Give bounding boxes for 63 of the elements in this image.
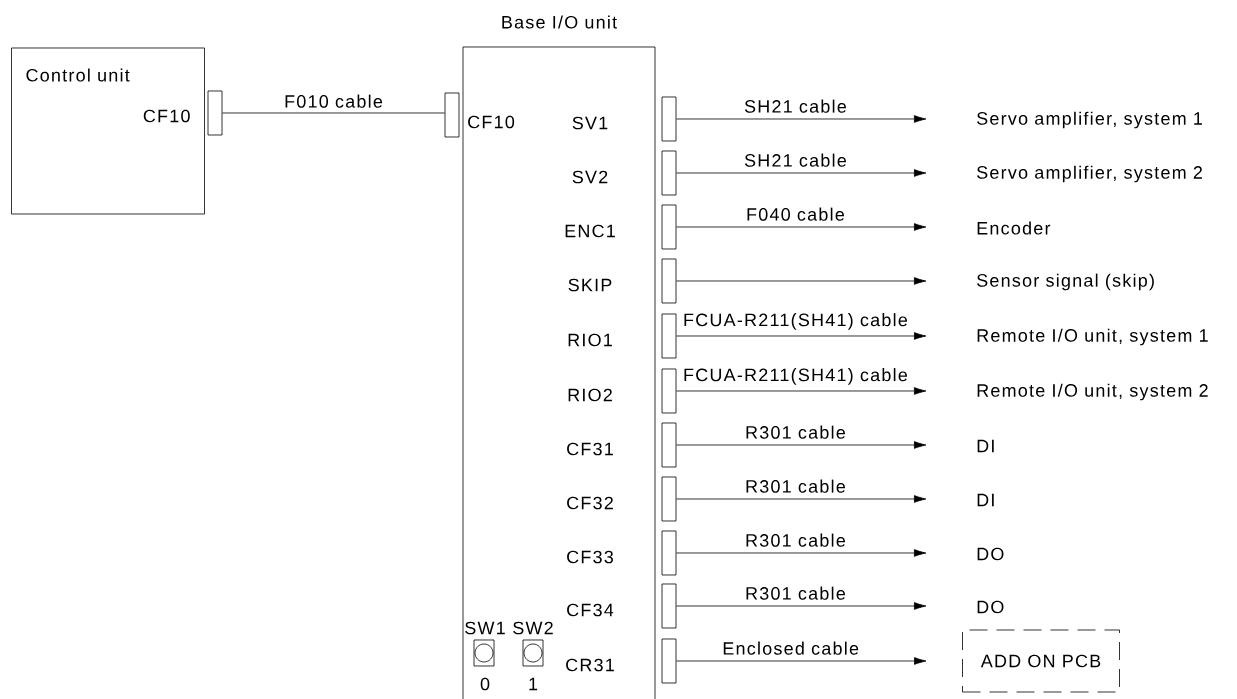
cable-arrow <box>676 115 927 123</box>
edge-label: R301 cable <box>744 532 847 548</box>
cable-arrow <box>676 441 927 449</box>
cable-arrow <box>676 549 927 557</box>
port-label: CF33 <box>567 550 613 564</box>
connector <box>661 258 677 304</box>
cable-arrow <box>676 332 927 340</box>
target-label: DI <box>977 493 994 507</box>
target-label: DI <box>977 439 994 453</box>
connector <box>661 530 677 576</box>
edge-label: R301 cable <box>744 585 847 601</box>
port-label: SV1 <box>572 116 608 130</box>
target-label: DO <box>977 600 1004 614</box>
edge-label: FCUA-R211(SH41) cable <box>682 367 909 386</box>
connector <box>661 96 677 142</box>
cable-arrow <box>676 387 927 395</box>
connector <box>661 204 677 250</box>
cable-arrow <box>676 277 927 285</box>
port-label: 0 <box>480 677 490 691</box>
connector <box>661 476 677 522</box>
cable-arrow <box>676 602 927 610</box>
target-label: Servo amplifier, system 2 <box>977 165 1202 183</box>
port-label: RIO2 <box>568 388 612 402</box>
connector <box>661 150 677 196</box>
port-label: SW2 <box>513 621 553 635</box>
connector <box>661 422 677 468</box>
edge-label: R301 cable <box>744 478 847 494</box>
edge-label: F010 cable <box>283 93 384 109</box>
port-label: CF34 <box>567 603 614 617</box>
edge-label: FCUA-R211(SH41) cable <box>682 312 909 331</box>
cable-arrow <box>676 495 927 503</box>
target-label: Remote I/O unit, system 1 <box>977 328 1208 346</box>
cable-arrow <box>676 169 927 177</box>
unit-box: Control unit CF10 <box>11 47 205 215</box>
port-label: RIO1 <box>568 333 612 347</box>
port-label: CF10 <box>468 115 515 129</box>
target-label: Sensor signal (skip) <box>977 273 1154 291</box>
connector <box>444 92 460 138</box>
connector <box>661 638 677 684</box>
edge-label: F040 cable <box>745 206 846 222</box>
connector <box>661 368 677 414</box>
target-label: Servo amplifier, system 1 <box>977 111 1202 129</box>
connector <box>661 583 677 629</box>
cable-arrow <box>676 657 927 665</box>
port-label: SW1 <box>465 621 505 635</box>
port-label: SKIP <box>568 278 612 292</box>
port-label: CR31 <box>566 658 614 672</box>
target-label: DO <box>977 547 1004 561</box>
edge-label: SH21 cable <box>743 98 848 114</box>
target-label: Remote I/O unit, system 2 <box>977 383 1208 401</box>
port-label: CF32 <box>567 496 613 510</box>
cable-arrow <box>676 223 927 231</box>
edge-label: SH21 cable <box>743 152 848 168</box>
port-label: ENC1 <box>565 224 615 238</box>
edge-label: R301 cable <box>744 424 847 440</box>
target-label: Encoder <box>977 221 1051 235</box>
port-label: SV2 <box>572 170 608 184</box>
port-label: 1 <box>529 677 538 691</box>
dashed-box: ADD ON PCB <box>962 629 1120 693</box>
connector <box>207 90 223 136</box>
edge-label: Enclosed cable <box>721 640 861 656</box>
port-label: CF31 <box>567 442 613 456</box>
connector <box>661 313 677 359</box>
